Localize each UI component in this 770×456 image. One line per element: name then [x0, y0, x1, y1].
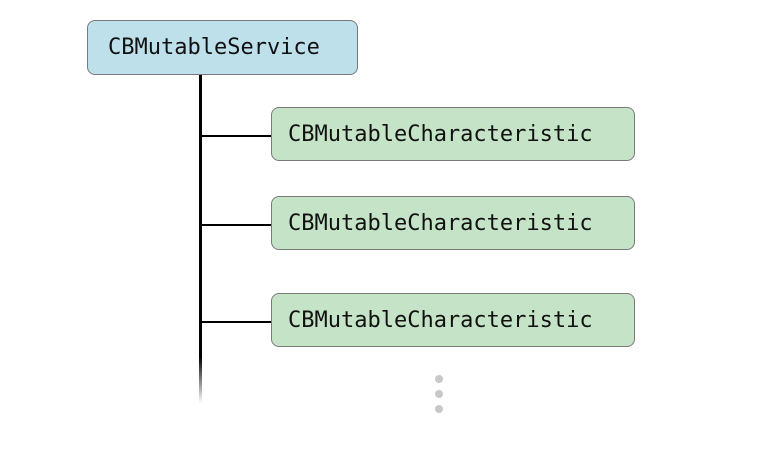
service-node: CBMutableService [87, 20, 358, 75]
characteristic-node-1: CBMutableCharacteristic [271, 107, 635, 161]
ellipsis-dot [435, 405, 443, 413]
characteristic-node-label: CBMutableCharacteristic [288, 121, 593, 147]
branch-connector-2 [200, 224, 271, 226]
service-node-label: CBMutableService [108, 35, 320, 60]
ellipsis-dot [435, 375, 443, 383]
characteristic-node-2: CBMutableCharacteristic [271, 196, 635, 250]
branch-connector-1 [200, 135, 271, 137]
hierarchy-trunk-line [199, 75, 202, 403]
branch-connector-3 [200, 321, 271, 323]
characteristic-node-label: CBMutableCharacteristic [288, 210, 593, 236]
characteristic-node-3: CBMutableCharacteristic [271, 293, 635, 347]
ellipsis-dot [435, 390, 443, 398]
characteristic-node-label: CBMutableCharacteristic [288, 307, 593, 333]
